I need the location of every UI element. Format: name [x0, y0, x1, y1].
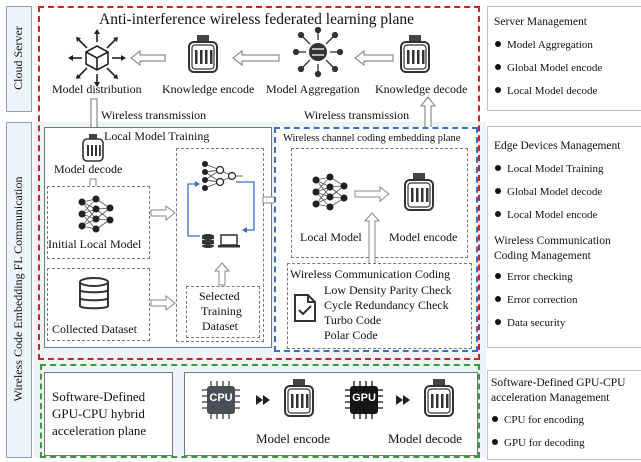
edge-management-panel	[487, 126, 641, 348]
server-mgmt-item: Local Model decode	[495, 85, 597, 97]
step-label: Model Aggregation	[266, 82, 360, 96]
channel-coding-title: Wireless channel coding embedding plane	[283, 133, 461, 144]
model-distribution-icon	[68, 29, 126, 87]
cpu-chip-icon	[202, 381, 240, 419]
training-loop-arrows	[187, 181, 255, 237]
gpu-chip-icon	[345, 381, 383, 419]
hybrid-encode-label: Model encode	[256, 431, 331, 446]
wireless-transmission-label: Wireless transmission	[101, 108, 207, 122]
selected-dataset-line: Dataset	[202, 319, 238, 333]
encode-device-icon	[284, 379, 314, 417]
model-encode-label: Model encode	[389, 230, 458, 244]
model-aggregation-icon	[292, 26, 344, 78]
coding-method: Turbo Code	[324, 313, 382, 327]
knowledge-decode-device-icon	[400, 35, 430, 73]
coding-method: Polar Code	[324, 328, 378, 342]
database-icon	[79, 277, 109, 310]
edge-mgmt-item: Local Model encode	[495, 209, 597, 221]
local-model-neural-icon	[312, 173, 348, 211]
coding-methods-title: Wireless Communication Coding	[290, 267, 451, 281]
hollow-arrow-left-icon	[130, 49, 166, 67]
right-arrow-icon	[354, 185, 390, 203]
wc-mgmt-item: Error correction	[495, 294, 578, 306]
model-decode-label: Model decode	[54, 162, 123, 176]
server-mgmt-item: Global Model encode	[495, 62, 602, 74]
wc-management-title-2: Coding Management	[494, 250, 591, 262]
accel-management-panel	[487, 370, 641, 460]
double-arrow-icon	[396, 395, 410, 405]
accel-management-title-2: acceleration Management	[491, 392, 610, 404]
cpu-label: CPU	[209, 392, 233, 404]
hybrid-title-line: GPU-CPU hybrid	[52, 406, 145, 421]
step-label: Model distribution	[52, 82, 142, 96]
edge-management-title: Edge Devices Management	[494, 140, 621, 152]
up-arrow-icon	[363, 212, 381, 268]
right-arrow-icon	[150, 204, 176, 222]
collected-dataset-label: Collected Dataset	[52, 322, 137, 336]
hybrid-decode-label: Model decode	[388, 431, 463, 446]
server-management-panel	[487, 6, 641, 111]
hybrid-title-line: acceleration plane	[52, 423, 147, 438]
selected-dataset-box	[186, 286, 260, 338]
selected-dataset-line: Training	[201, 304, 242, 318]
hybrid-title-line: Software-Defined	[52, 389, 146, 404]
local-model-encode-box	[291, 148, 468, 258]
right-arrow-icon	[150, 294, 176, 312]
wireless-code-label: Wireless Code Embedding FL Communication	[11, 176, 25, 402]
document-check-icon	[294, 294, 316, 322]
model-decode-device-icon	[82, 134, 104, 162]
edge-mgmt-item: Local Model Training	[495, 163, 604, 175]
green-dashed-boundary	[40, 364, 480, 458]
local-training-title: Local Model Training	[104, 129, 210, 143]
cloud-plane-title: Anti-interference wireless federated lea…	[99, 11, 415, 28]
wc-mgmt-item: Error checking	[495, 271, 573, 283]
hollow-arrow-left-icon	[232, 49, 280, 67]
double-arrow-icon	[256, 395, 270, 405]
up-arrow-icon	[213, 262, 231, 286]
neural-network-icon	[78, 195, 114, 233]
accel-management-title-1: Software-Defined GPU-CPU	[491, 377, 626, 389]
accel-mgmt-item: CPU for encoding	[492, 414, 584, 426]
initial-model-label: Initial Local Model	[48, 237, 142, 251]
wireless-transmission-label: Wireless transmission	[304, 108, 410, 122]
model-encode-device-icon	[404, 173, 434, 211]
compute-devices-icon	[202, 234, 240, 248]
gpu-label: GPU	[352, 392, 376, 404]
decode-device-icon	[424, 379, 454, 417]
coding-methods-box	[287, 263, 472, 349]
cloud-server-label: Cloud Server	[11, 26, 25, 90]
step-label: Knowledge decode	[375, 82, 468, 96]
hollow-arrow-left-icon	[354, 49, 394, 67]
step-label: Knowledge encode	[162, 82, 255, 96]
hybrid-title-box	[44, 372, 173, 456]
knowledge-encode-device-icon	[188, 35, 218, 73]
wireless-code-panel	[6, 122, 32, 458]
training-neural-icon	[202, 161, 243, 191]
accel-mgmt-item: GPU for decoding	[492, 437, 585, 449]
server-mgmt-item: Model Aggregation	[495, 39, 593, 51]
local-model-label: Local Model	[300, 230, 362, 244]
coding-method: Low Density Parity Check	[324, 283, 452, 297]
wc-management-title-1: Wireless Communication	[494, 235, 611, 247]
wc-mgmt-item: Data security	[495, 317, 565, 329]
red-dashed-boundary	[38, 6, 480, 360]
edge-mgmt-item: Global Model decode	[495, 186, 602, 198]
selected-dataset-line: Selected	[199, 289, 240, 303]
coding-method: Cycle Redundancy Check	[324, 298, 449, 312]
cloud-server-panel	[6, 6, 32, 112]
server-management-title: Server Management	[494, 16, 587, 28]
